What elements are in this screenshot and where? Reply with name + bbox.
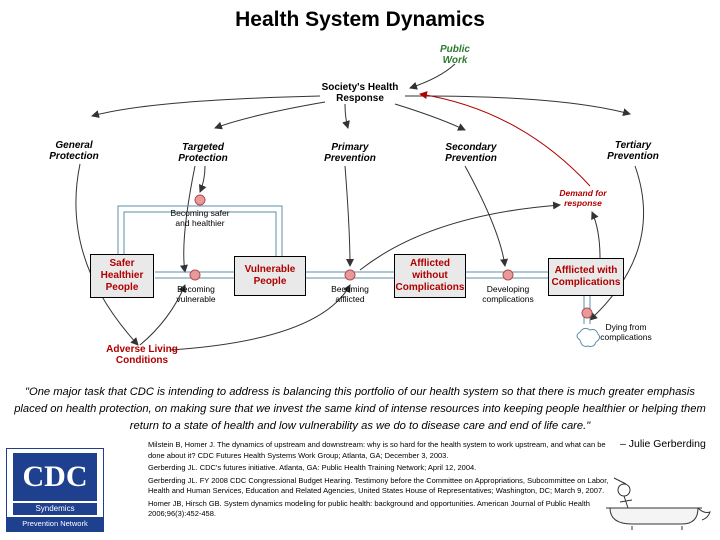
link-targeted-to-becoming-safer bbox=[198, 165, 207, 193]
link-primary-to-becoming-afflicted bbox=[344, 165, 354, 267]
link-demand-to-response bbox=[419, 91, 591, 187]
link-public-work-to-response bbox=[409, 63, 456, 90]
link-adverse-to-afflicted bbox=[169, 284, 351, 351]
flow-valves bbox=[189, 194, 593, 319]
logo-prevention-network: Prevention Network bbox=[7, 517, 103, 531]
link-secondary-to-developing bbox=[464, 165, 508, 267]
link-response-to-tertiary bbox=[404, 95, 631, 117]
valve-becoming-safer bbox=[194, 194, 206, 206]
link-tertiary-to-dying bbox=[589, 165, 645, 321]
link-response-to-secondary bbox=[394, 103, 466, 131]
link-response-to-primary bbox=[342, 103, 350, 129]
logo-syndemics: Syndemics bbox=[13, 503, 97, 515]
reference-item: Homer JB, Hirsch GB. System dynamics mod… bbox=[148, 498, 590, 519]
reference-item: Milstein B, Homer J. The dynamics of ups… bbox=[148, 440, 606, 460]
link-general-to-adverse bbox=[75, 163, 139, 346]
quote-attribution: – Julie Gerberding bbox=[620, 438, 706, 450]
valve-dying bbox=[581, 307, 593, 319]
references: Milstein B, Homer J. The dynamics of ups… bbox=[148, 440, 618, 522]
link-afflicted-to-demand bbox=[359, 201, 561, 271]
valve-developing bbox=[502, 269, 514, 281]
sink-cloud bbox=[576, 327, 601, 347]
link-adverse-to-vulnerable bbox=[139, 284, 186, 346]
cdc-syndemics-logo: CDC Syndemics Prevention Network bbox=[6, 448, 104, 532]
link-response-to-targeted bbox=[214, 101, 326, 130]
reference-item: Gerberding JL. CDC's futures initiative.… bbox=[148, 463, 477, 472]
logo-cdc-mark: CDC bbox=[13, 453, 97, 501]
bathtub-cartoon bbox=[606, 477, 711, 530]
quote-text: "One major task that CDC is intending to… bbox=[14, 386, 706, 432]
valve-becoming-vulnerable bbox=[189, 269, 201, 281]
valve-becoming-afflicted bbox=[344, 269, 356, 281]
reference-item: Gerberding JL. FY 2008 CDC Congressional… bbox=[148, 475, 609, 496]
link-response-to-general bbox=[91, 95, 321, 118]
link-complications-to-demand bbox=[591, 211, 601, 259]
diagram-title: Health System Dynamics bbox=[235, 8, 485, 31]
link-targeted-to-becoming-vulnerable bbox=[179, 165, 196, 273]
causal-links bbox=[75, 63, 645, 351]
